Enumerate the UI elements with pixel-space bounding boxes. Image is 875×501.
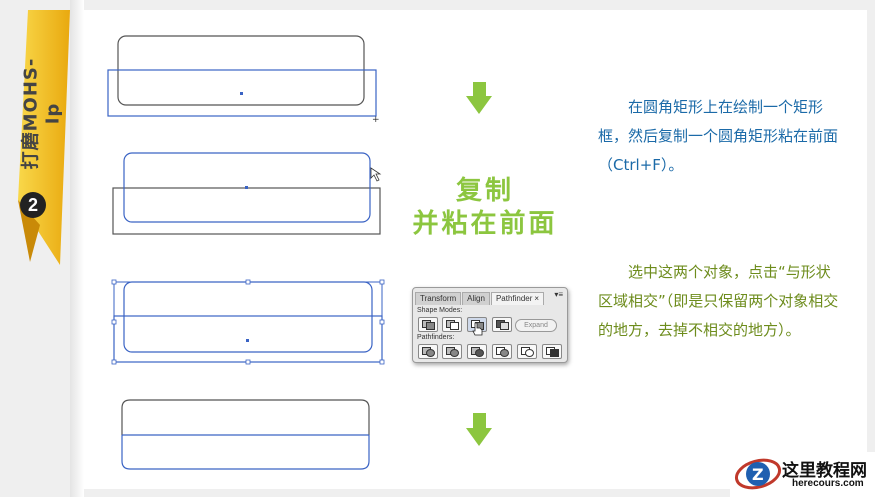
exclude-button[interactable]: [492, 317, 512, 332]
pathfinders-label: Pathfinders:: [417, 334, 455, 341]
center-title-line1: 复制: [455, 176, 514, 206]
pathfinder-panel: Transform Align Pathfinder× ▾≡ Shape Mod…: [412, 287, 568, 363]
crop-button[interactable]: [492, 344, 512, 359]
figure-3: [111, 279, 385, 365]
step-number: 2: [20, 192, 46, 218]
tab-pathfinder[interactable]: Pathfinder×: [490, 292, 545, 305]
panel-menu-icon[interactable]: ▾≡: [554, 290, 563, 299]
watermark-en: herecours.com: [792, 478, 864, 489]
unite-button[interactable]: [418, 317, 438, 332]
svg-text:Z: Z: [752, 465, 764, 484]
description-2: 选中这两个对象，点击“与形状区域相交”（即是只保留两个对象相交的地方，去掉不相交…: [598, 263, 839, 339]
expand-button[interactable]: Expand: [515, 319, 557, 332]
tab-pathfinder-label: Pathfinder: [495, 294, 533, 303]
left-shadow: [70, 0, 84, 497]
minus-front-button[interactable]: [442, 317, 462, 332]
figure-1: +: [107, 35, 380, 125]
down-arrow-icon-1: [466, 82, 492, 114]
description-1: 在圆角矩形上在绘制一个矩形框，然后复制一个圆角矩形粘在前面（Ctrl+F）。: [598, 98, 839, 174]
merge-button[interactable]: [467, 344, 487, 359]
tab-align[interactable]: Align: [462, 292, 490, 305]
figure-2: [112, 152, 382, 235]
watermark-cn: 这里教程网: [782, 461, 867, 481]
panel-tabs: Transform Align Pathfinder×: [415, 292, 545, 305]
figure-4: [121, 399, 370, 470]
svg-text:+: +: [372, 115, 380, 125]
site-logo-icon: Z: [734, 458, 782, 490]
down-arrow-icon-2: [466, 413, 492, 446]
outline-button[interactable]: [517, 344, 537, 359]
watermark-logo: Z 这里教程网 herecours.com: [730, 452, 875, 497]
minus-back-button[interactable]: [542, 344, 562, 359]
divide-button[interactable]: [418, 344, 438, 359]
center-title-line2: 并粘在前面: [412, 209, 558, 239]
cursor-hand-icon: [472, 322, 483, 336]
shape-modes-label: Shape Modes:: [417, 307, 463, 314]
trim-button[interactable]: [442, 344, 462, 359]
tab-transform[interactable]: Transform: [415, 292, 462, 305]
close-icon[interactable]: ×: [534, 294, 540, 303]
